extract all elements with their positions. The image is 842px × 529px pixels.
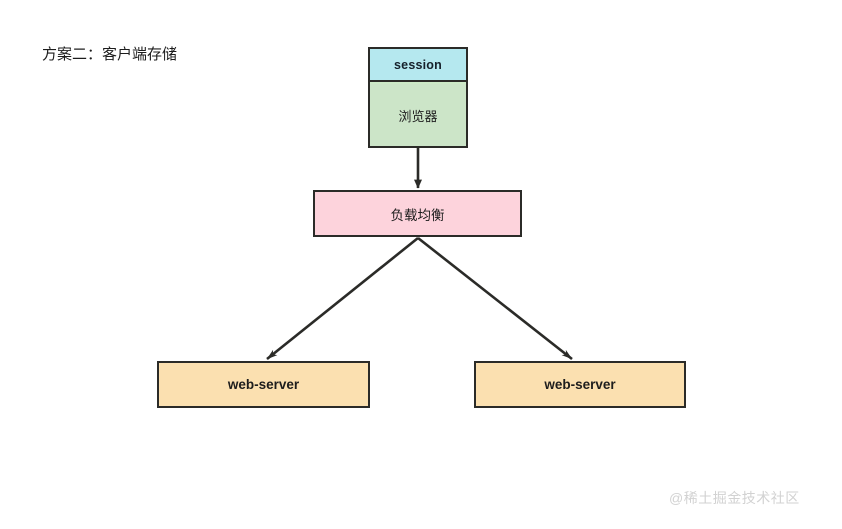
edge-load-balancer-to-web-server-right xyxy=(417,236,573,361)
node-load-balancer-label: 负载均衡 xyxy=(390,207,445,223)
node-web-server-right[interactable]: web-server xyxy=(474,361,686,408)
node-load-balancer[interactable]: 负载均衡 xyxy=(313,190,522,237)
node-web-server-right-label: web-server xyxy=(544,377,616,392)
node-session-label: session xyxy=(394,57,442,72)
watermark: @稀土掘金技术社区 xyxy=(669,490,800,506)
node-web-server-left[interactable]: web-server xyxy=(157,361,370,408)
node-web-server-left-label: web-server xyxy=(227,377,300,392)
node-session[interactable]: session xyxy=(370,49,466,82)
edge-load-balancer-to-web-server-left xyxy=(266,236,419,361)
client-node-group[interactable]: session 浏览器 xyxy=(368,47,468,148)
diagram-title: 方案二：客户端存储 xyxy=(42,46,178,63)
node-browser-label: 浏览器 xyxy=(398,108,438,124)
node-browser[interactable]: 浏览器 xyxy=(370,84,466,146)
